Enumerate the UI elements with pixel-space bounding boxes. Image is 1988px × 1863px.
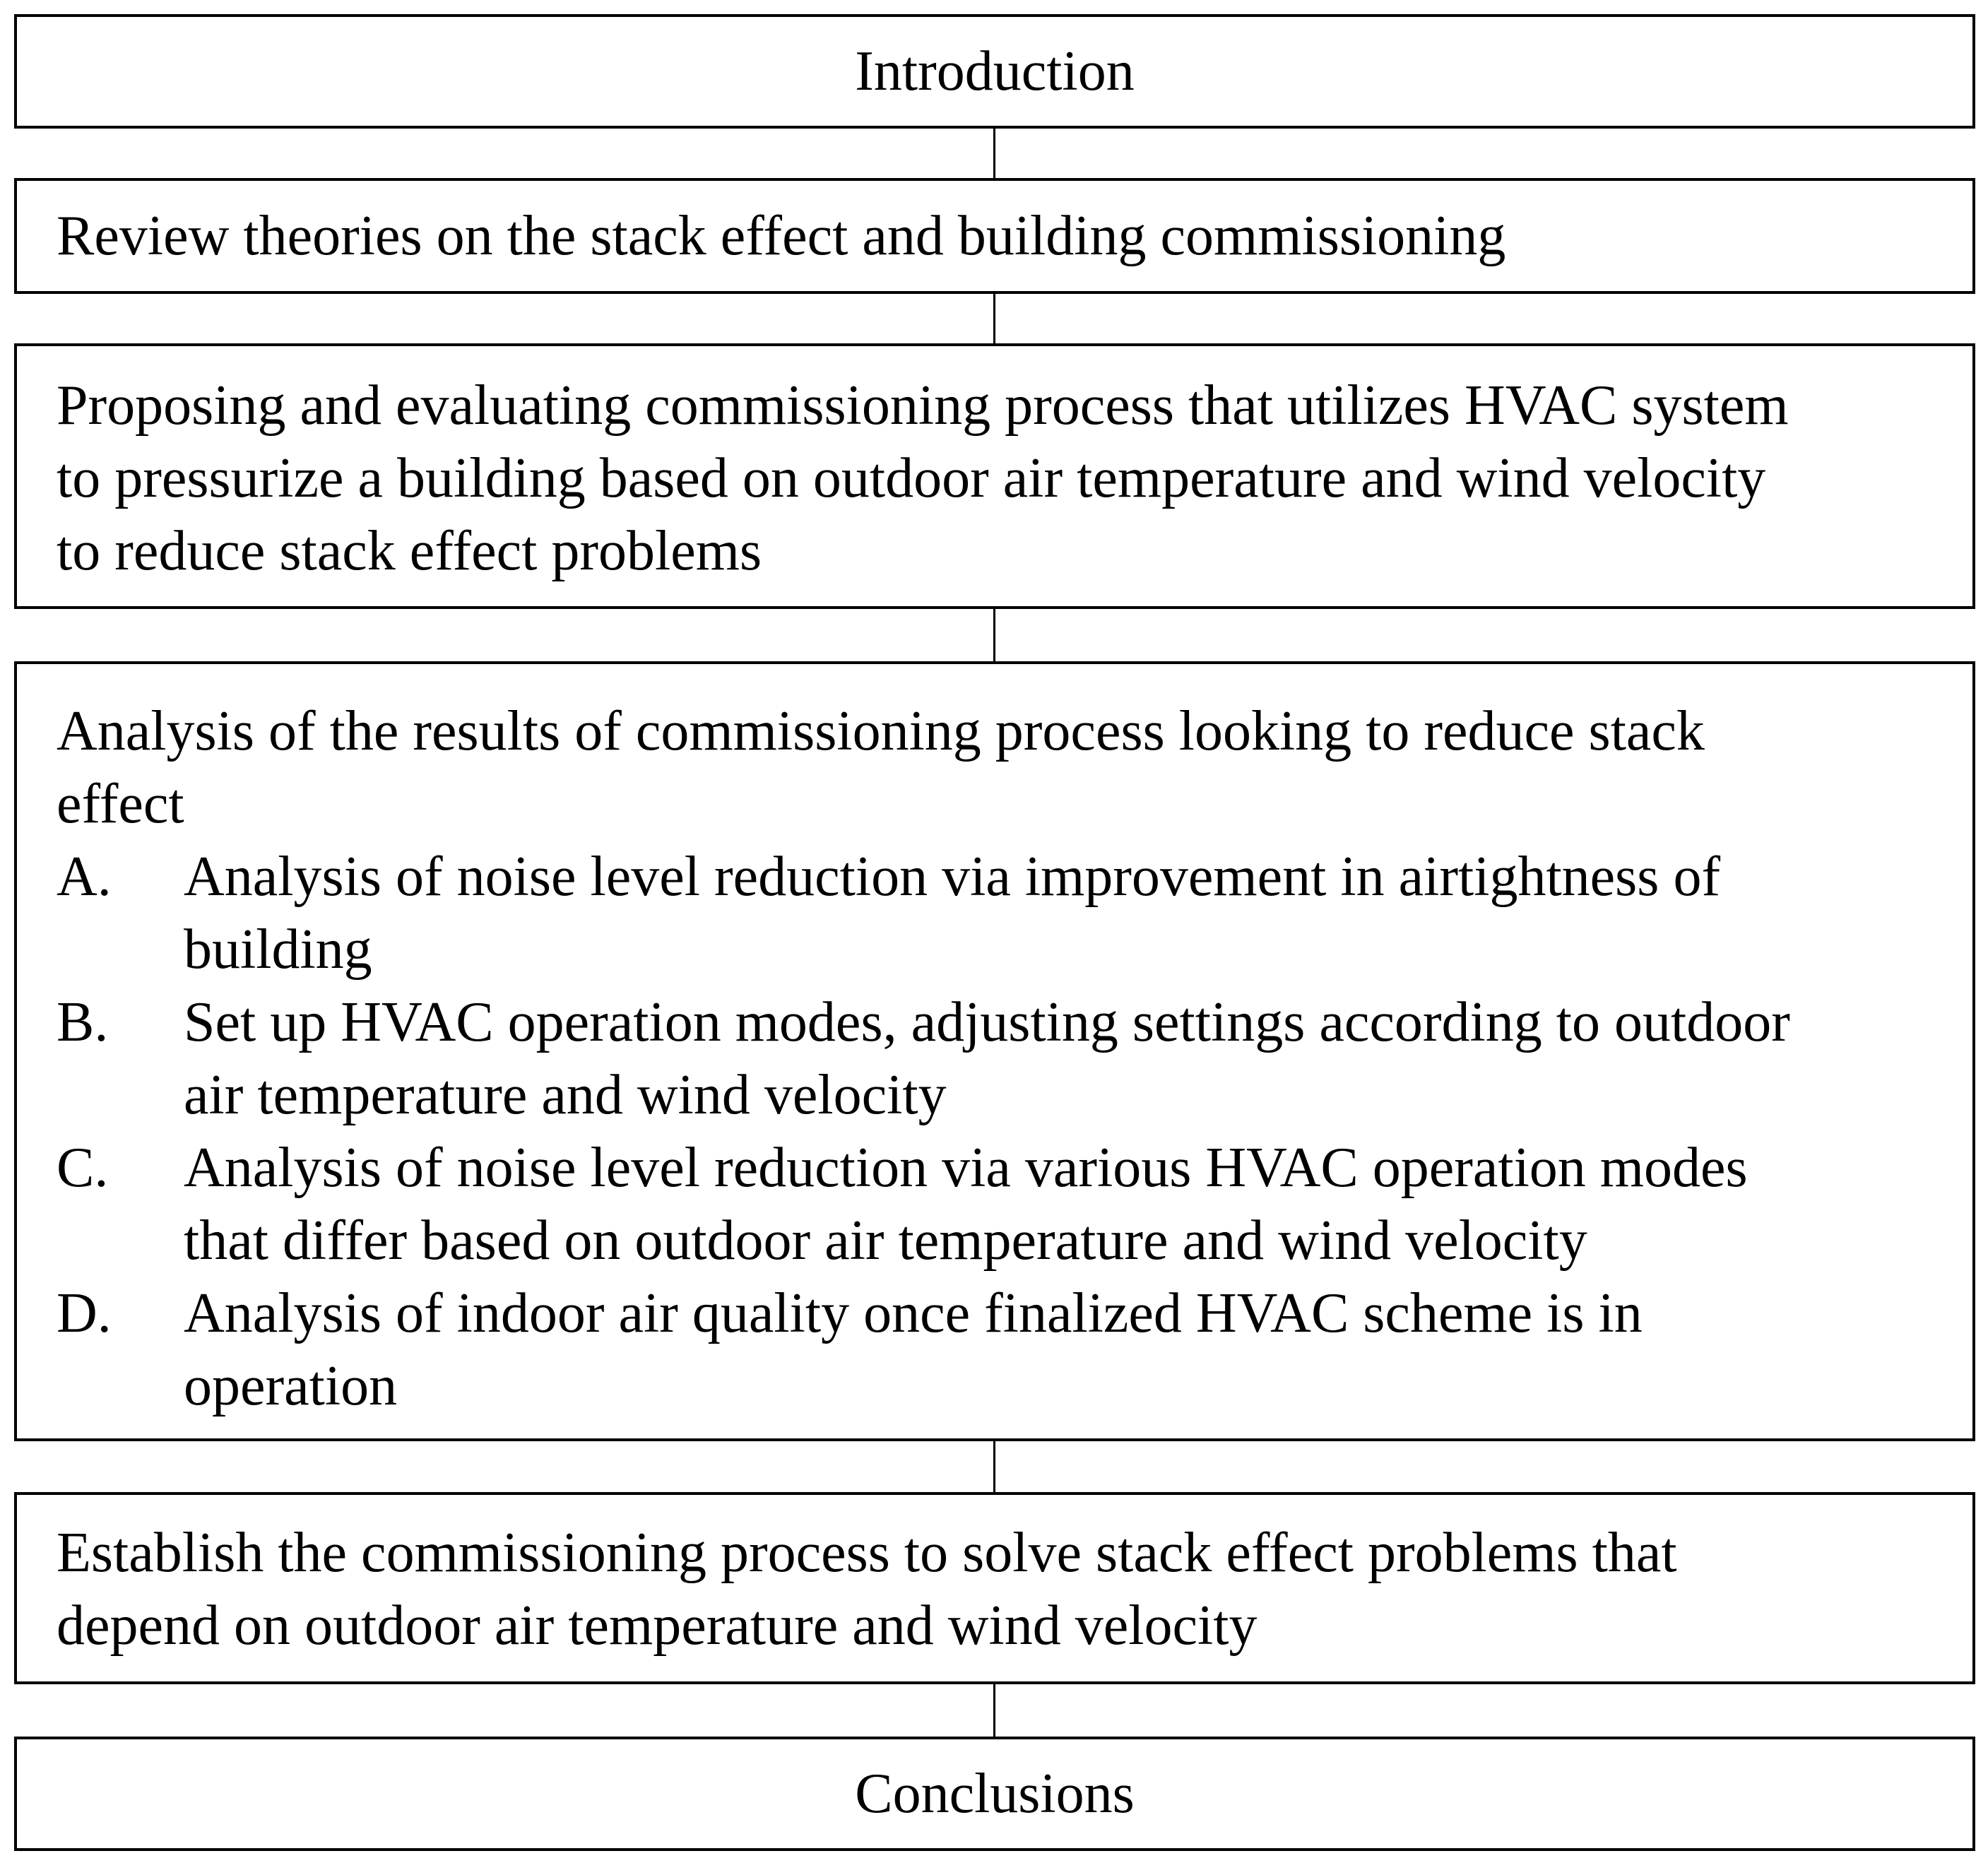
analysis-box: Analysis of the results of commissioning…: [14, 661, 1975, 1441]
item-text: air temperature and wind velocity: [184, 1064, 947, 1126]
connector-4: [993, 1441, 995, 1492]
analysis-item-b: B. Set up HVAC operation modes, adjustin…: [57, 986, 1944, 1132]
analysis-line-2: effect: [57, 773, 184, 835]
connector-1: [993, 129, 995, 178]
conclusions-label: Conclusions: [855, 1762, 1135, 1825]
establish-line-2: depend on outdoor air temperature and wi…: [57, 1595, 1258, 1657]
proposing-line-3: to reduce stack effect problems: [57, 520, 762, 582]
connector-2: [993, 294, 995, 343]
connector-3: [993, 609, 995, 661]
analysis-line-1: Analysis of the results of commissioning…: [57, 700, 1705, 762]
item-text: operation: [184, 1355, 398, 1417]
proposing-box: Proposing and evaluating commissioning p…: [14, 343, 1975, 609]
item-text: Set up HVAC operation modes, adjusting s…: [184, 991, 1790, 1053]
item-text: that differ based on outdoor air tempera…: [184, 1210, 1587, 1272]
item-letter: A.: [57, 846, 112, 908]
establish-box: Establish the commissioning process to s…: [14, 1492, 1975, 1684]
item-text: Analysis of indoor air quality once fina…: [184, 1282, 1643, 1344]
item-text: building: [184, 918, 372, 981]
connector-5: [993, 1684, 995, 1737]
item-letter: B.: [57, 991, 109, 1053]
analysis-item-a: A. Analysis of noise level reduction via…: [57, 841, 1944, 986]
introduction-box: Introduction: [14, 14, 1975, 129]
review-label: Review theories on the stack effect and …: [57, 204, 1506, 267]
proposing-line-2: to pressurize a building based on outdoo…: [57, 447, 1766, 509]
item-letter: C.: [57, 1137, 109, 1199]
introduction-label: Introduction: [855, 40, 1135, 102]
review-box: Review theories on the stack effect and …: [14, 178, 1975, 294]
proposing-line-1: Proposing and evaluating commissioning p…: [57, 374, 1789, 437]
item-text: Analysis of noise level reduction via im…: [184, 846, 1721, 908]
conclusions-box: Conclusions: [14, 1737, 1975, 1851]
analysis-item-c: C. Analysis of noise level reduction via…: [57, 1132, 1944, 1277]
item-text: Analysis of noise level reduction via va…: [184, 1137, 1748, 1199]
establish-line-1: Establish the commissioning process to s…: [57, 1522, 1677, 1584]
analysis-item-d: D. Analysis of indoor air quality once f…: [57, 1277, 1944, 1423]
item-letter: D.: [57, 1282, 112, 1344]
